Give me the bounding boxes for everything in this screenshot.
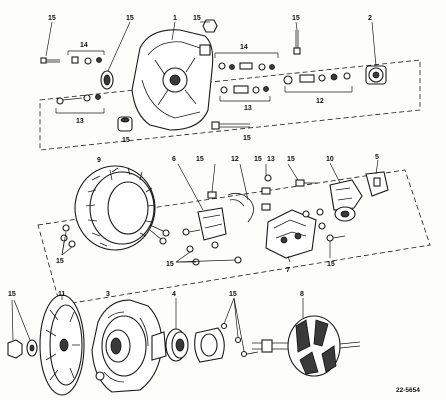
callout-15: 15	[327, 261, 335, 268]
callout-15: 15	[122, 137, 130, 144]
callout-1: 1	[173, 15, 177, 22]
callout-3: 3	[106, 291, 110, 298]
callout-15: 15	[292, 15, 300, 22]
spacer-ring	[100, 70, 114, 90]
callout-15: 15	[287, 156, 295, 163]
bearing-retainer	[194, 327, 225, 363]
housing-rear	[131, 29, 214, 131]
callout-13: 13	[267, 156, 275, 163]
callout-4: 4	[172, 291, 176, 298]
regulator	[177, 163, 227, 249]
brush-holder	[329, 159, 389, 222]
stator-screws	[60, 224, 76, 256]
lead-wires	[227, 174, 318, 223]
callout-15: 15	[56, 258, 64, 265]
drive-end-housing	[91, 299, 167, 393]
parts-group-13-left	[55, 94, 105, 114]
front-bearing	[165, 298, 189, 362]
callout-9: 9	[97, 157, 101, 164]
callout-15: 15	[196, 156, 204, 163]
callout-15: 15	[8, 291, 16, 298]
parts-group-12	[283, 72, 353, 93]
leader-lines	[45, 21, 331, 263]
callout-15: 15	[126, 15, 134, 22]
callout-15: 15	[48, 15, 56, 22]
callout-10: 10	[326, 156, 334, 163]
rotor	[252, 298, 361, 377]
through-bolt	[211, 121, 250, 130]
callout-13: 13	[244, 105, 252, 112]
callout-11: 11	[58, 291, 66, 298]
callout-labels: 15 15 1 15 15 2 14 14 12 13 13 15 15 9 6…	[8, 15, 420, 394]
holder-screws	[318, 222, 346, 242]
pulley-nut-washer	[7, 299, 38, 359]
callout-14: 14	[80, 42, 88, 49]
retainer-screws	[220, 297, 259, 358]
parts-group-14-left	[67, 50, 105, 65]
bolt-top-left	[40, 57, 60, 64]
cooling-fan	[39, 294, 85, 396]
parts-group-13-right	[219, 85, 271, 102]
callout-12: 12	[231, 156, 239, 163]
callout-14: 14	[240, 44, 248, 51]
sleeve-bottom	[117, 116, 133, 132]
callout-15: 15	[229, 291, 237, 298]
callout-6: 6	[172, 156, 176, 163]
figure-code: 22-5654	[396, 387, 420, 394]
callout-5: 5	[375, 154, 379, 161]
callout-15: 15	[254, 156, 262, 163]
callout-13: 13	[76, 118, 84, 125]
regulator-screws	[175, 228, 242, 266]
stator-assembly	[74, 165, 170, 251]
bolt-vertical	[293, 30, 301, 55]
bearing-top	[365, 21, 387, 85]
callout-7: 7	[286, 267, 290, 274]
callout-15: 15	[166, 261, 174, 268]
exploded-panel-lines	[37, 59, 431, 306]
rectifier-bridge	[265, 208, 324, 259]
parts-group-14-right	[214, 52, 279, 71]
callout-8: 8	[300, 291, 304, 298]
callout-2: 2	[368, 15, 372, 22]
nut-top	[202, 19, 218, 33]
callout-15: 15	[193, 15, 201, 22]
callout-12: 12	[316, 98, 324, 105]
callout-15: 15	[243, 135, 251, 142]
